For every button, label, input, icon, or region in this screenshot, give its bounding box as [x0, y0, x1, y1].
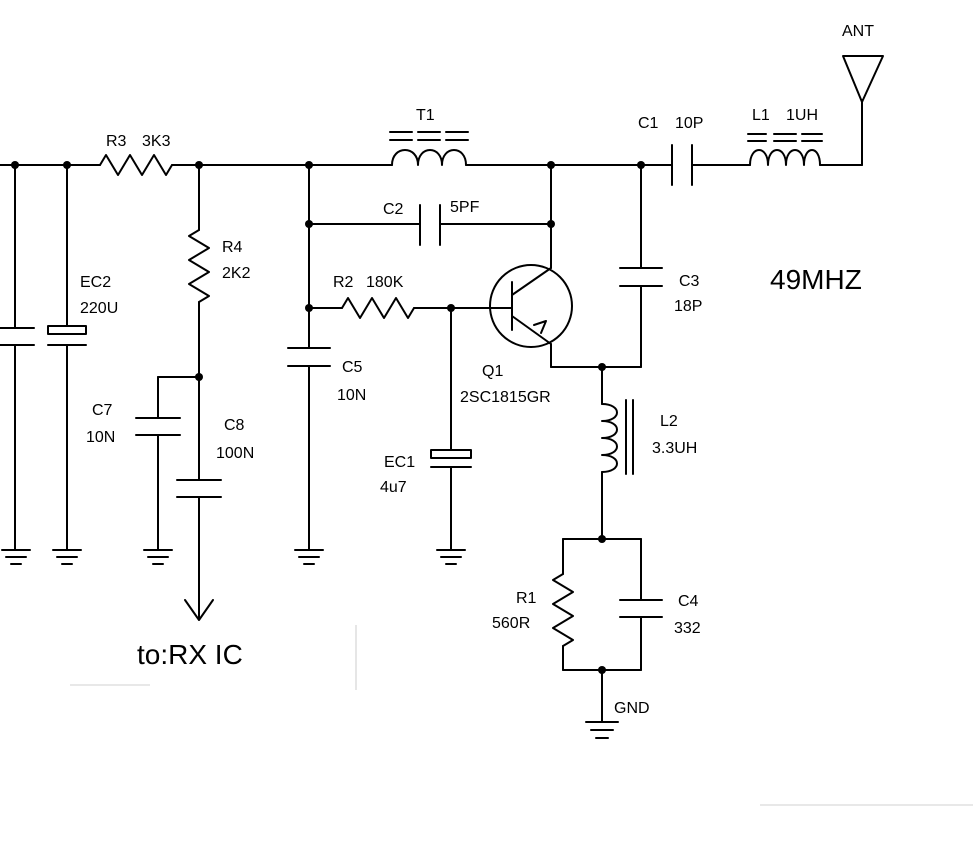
transistor-q1 [489, 164, 573, 368]
c1-ref-label: C1 [638, 115, 659, 132]
r2-ref-label: R2 [333, 274, 354, 291]
l2-value-label: 3.3UH [652, 440, 697, 457]
q1-value-label: 2SC1815GR [460, 389, 551, 406]
c7-value-label: 10N [86, 429, 115, 446]
ground-symbol-4 [294, 549, 324, 565]
resistor-r4 [188, 164, 210, 378]
arrow-down-icon [184, 599, 214, 621]
antenna-label: ANT [842, 23, 874, 40]
ground-symbol-5 [436, 549, 466, 565]
ec1-value-label: 4u7 [380, 479, 407, 496]
c2-ref-label: C2 [383, 201, 404, 218]
c2-value-label: 5PF [450, 199, 480, 216]
c8-ref-label: C8 [224, 417, 245, 434]
c7-ref-label: C7 [92, 402, 113, 419]
q1-ref-label: Q1 [482, 363, 503, 380]
resistor-r1 [552, 538, 642, 671]
capacitor-c2 [308, 204, 552, 246]
ground-symbol-gnd [585, 669, 619, 739]
capacitor-left-partial [0, 164, 35, 551]
c1-value-label: 10P [675, 115, 703, 132]
junction-dots [11, 161, 645, 674]
c4-value-label: 332 [674, 620, 701, 637]
resistor-r3 [99, 154, 173, 176]
capacitor-ec1 [430, 307, 472, 551]
capacitor-c8 [176, 376, 222, 619]
scan-artifacts [70, 625, 973, 806]
resistor-r2 [308, 297, 513, 319]
c3-ref-label: C3 [679, 273, 700, 290]
c5-ref-label: C5 [342, 359, 363, 376]
c5-value-label: 10N [337, 387, 366, 404]
c8-value-label: 100N [216, 445, 254, 462]
r1-value-label: 560R [492, 615, 530, 632]
capacitor-c7 [135, 376, 200, 551]
output-note-label: to:RX IC [137, 639, 243, 670]
l2-ref-label: L2 [660, 413, 678, 430]
ground-symbol-1 [1, 549, 31, 565]
inductor-l2 [601, 366, 634, 540]
capacitor-c5 [287, 164, 331, 551]
capacitor-c4 [619, 538, 663, 671]
capacitor-c1 [671, 144, 693, 186]
inductor-l1 [747, 133, 823, 166]
t1-ref-label: T1 [416, 107, 435, 124]
transformer-t1 [389, 131, 469, 166]
l1-ref-label: L1 [752, 107, 770, 124]
r1-ref-label: R1 [516, 590, 537, 607]
r3-ref-label: R3 [106, 133, 127, 150]
gnd-label: GND [614, 700, 650, 717]
r3-value-label: 3K3 [142, 133, 171, 150]
l1-value-label: 1UH [786, 107, 818, 124]
ec1-ref-label: EC1 [384, 454, 415, 471]
capacitor-ec2 [47, 164, 87, 551]
c3-value-label: 18P [674, 298, 702, 315]
antenna-icon [842, 55, 884, 166]
r2-value-label: 180K [366, 274, 404, 291]
frequency-label: 49MHZ [770, 264, 862, 295]
r4-ref-label: R4 [222, 239, 243, 256]
ground-symbol-2 [52, 549, 82, 565]
capacitor-c3 [550, 164, 663, 368]
r4-value-label: 2K2 [222, 265, 251, 282]
ec2-ref-label: EC2 [80, 274, 111, 291]
ec2-value-label: 220U [80, 300, 118, 317]
c4-ref-label: C4 [678, 593, 699, 610]
ground-symbol-3 [143, 549, 173, 565]
